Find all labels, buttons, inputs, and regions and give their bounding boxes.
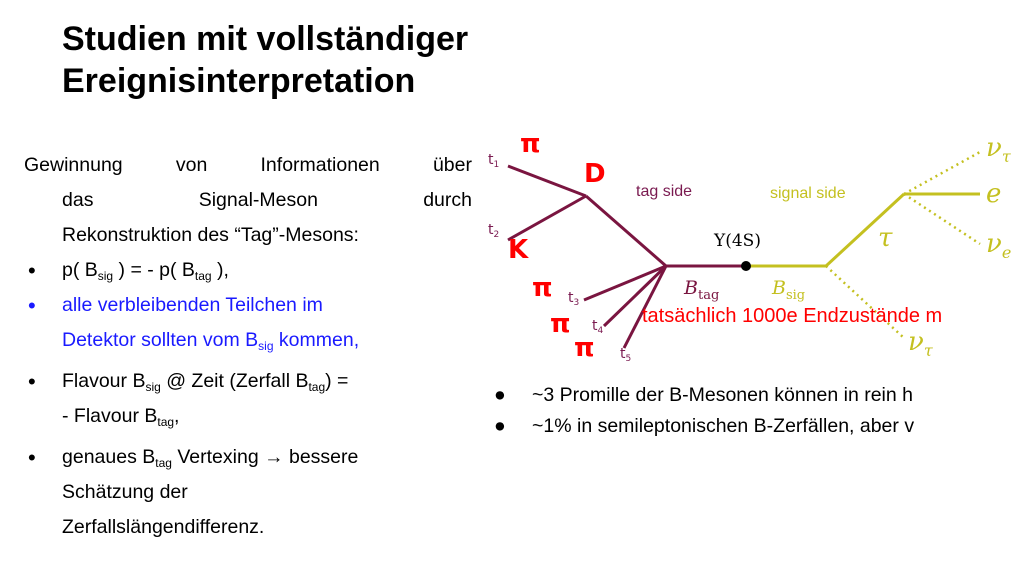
t3-label: t3 — [568, 290, 579, 308]
bullet-dot: • — [28, 258, 36, 283]
track-t4 — [602, 264, 668, 328]
nu-tau-upper-track — [903, 150, 981, 196]
bullet-dot: • — [28, 293, 36, 318]
pi-label-4: π — [550, 309, 571, 339]
track-t1 — [507, 164, 587, 198]
nu-tau-lower-label: ντ — [908, 327, 934, 360]
t1-label: t1 — [488, 152, 499, 170]
bullet-momentum: • p( Bsig ) = - p( Btag ), — [24, 253, 472, 288]
intro-line-1: Gewinnung von Informationen über — [24, 154, 472, 176]
t5-label: t5 — [620, 346, 631, 364]
particle-labels: π D K π π π — [508, 129, 606, 363]
tag-side-tracks — [507, 164, 746, 349]
bullet-vertexing: • genaues Btag Vertexing → bessere Schät… — [24, 440, 472, 545]
bullet-list: • p( Bsig ) = - p( Btag ), • alle verble… — [24, 253, 472, 545]
title-line-1: Studien mit vollständiger — [62, 20, 469, 58]
d-label: D — [584, 159, 606, 189]
title-line-2: Ereignisinterpretation — [62, 62, 416, 100]
track-labels: t1 t2 t3 t4 t5 — [488, 152, 631, 364]
right-bullet-list: ●~3 Promille der B-Mesonen können in rei… — [494, 380, 914, 442]
neutrino-tracks — [825, 150, 981, 339]
d-meson-track — [585, 194, 667, 268]
pi-label-top: π — [520, 129, 541, 159]
tau-label: τ — [878, 223, 893, 253]
nu-e-track — [903, 192, 981, 246]
tau-track — [824, 192, 906, 268]
upsilon-vertex — [741, 261, 751, 271]
pi-label-5: π — [574, 333, 595, 363]
tag-side-label: tag side — [636, 183, 692, 200]
intro-line-2: das Signal-Meson durch — [62, 189, 472, 211]
electron-label: e — [986, 179, 1001, 209]
bullet-dot: ● — [494, 384, 506, 406]
signal-side-label: signal side — [770, 185, 846, 202]
btag-label: Btag — [683, 277, 719, 303]
track-t3 — [583, 264, 667, 302]
nu-tau-lower-track — [825, 265, 905, 339]
bsig-label: Bsig — [771, 277, 805, 303]
bullet-flavour: • Flavour Bsig @ Zeit (Zerfall Btag) = -… — [24, 364, 472, 434]
track-t2 — [507, 194, 587, 242]
track-t5 — [622, 265, 668, 349]
k-label: K — [508, 235, 529, 265]
upsilon-label: Υ(4S) — [713, 231, 761, 251]
page-title: Studien mit vollständiger Ereignisinterp… — [62, 18, 468, 102]
intro-line-3: Rekonstruktion des “Tag”-Mesons: — [62, 224, 359, 246]
right-bullet-2: ●~1% in semileptonischen B-Zerfällen, ab… — [494, 411, 914, 442]
t4-label: t4 — [592, 318, 604, 336]
signal-particle-labels: ντ e νe τ ντ — [878, 133, 1012, 360]
bullet-dot: • — [28, 445, 36, 470]
left-text-block: Gewinnung von Informationen über das Sig… — [24, 148, 472, 545]
signal-side-tracks — [746, 192, 980, 268]
bullet-remaining-particles: • alle verbleibenden Teilchen im Detekto… — [24, 288, 472, 358]
t2-label: t2 — [488, 222, 499, 240]
red-note: tatsächlich 1000e Endzustände m — [642, 305, 942, 327]
right-bullet-1: ●~3 Promille der B-Mesonen können in rei… — [494, 380, 914, 411]
nu-e-label: νe — [986, 229, 1011, 262]
pi-label-3: π — [532, 273, 553, 303]
nu-tau-upper-label: ντ — [986, 133, 1012, 166]
bullet-dot: • — [28, 369, 36, 394]
bullet-dot: ● — [494, 415, 506, 437]
